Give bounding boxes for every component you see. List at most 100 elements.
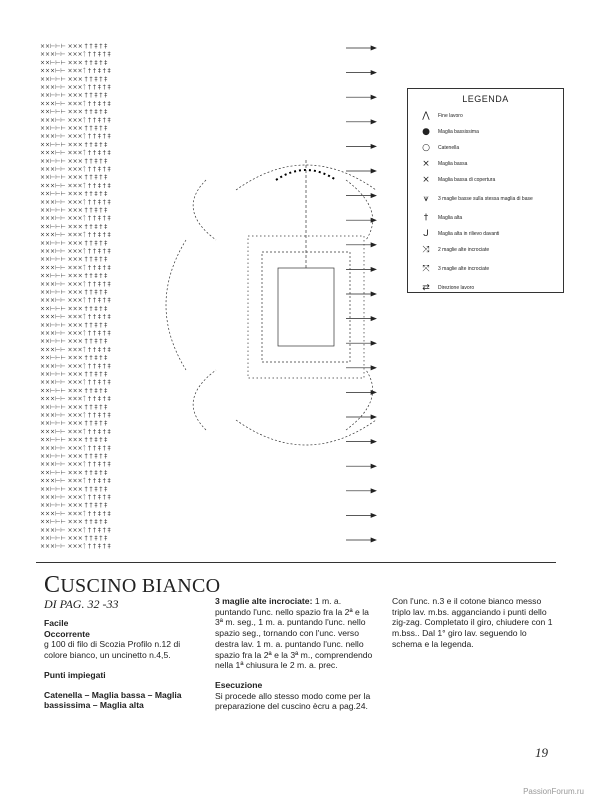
svg-text:×××⊢⊢ ×××ᛏ † † ‡ † ‡: ×××⊢⊢ ×××ᛏ † † ‡ † ‡ [40,150,111,157]
svg-text:××⊢⊢⊢ ××× † † ‡ † ‡: ××⊢⊢⊢ ××× † † ‡ † ‡ [40,109,107,116]
svg-text:××⊢⊢⊢ ××× † † ‡ † ‡: ××⊢⊢⊢ ××× † † ‡ † ‡ [40,59,107,66]
svg-text:××⊢⊢⊢ ××× † † ‡ † ‡: ××⊢⊢⊢ ××× † † ‡ † ‡ [40,43,107,50]
incrociate-text: 1 m. a. puntando l'unc. nello spazio fra… [215,596,373,671]
due-maglie-incrociate-icon: ⤨ [422,245,430,255]
svg-text:×××⊢⊢ ×××ᛏ † † ‡ † ‡: ×××⊢⊢ ×××ᛏ † † ‡ † ‡ [40,133,111,140]
legend-item-label: Maglia bassa [438,161,468,167]
legend-item-label: 3 maglie basse sulla stessa maglia di ba… [438,196,533,202]
svg-text:×××⊢⊢ ×××ᛏ † † ‡ † ‡: ×××⊢⊢ ×××ᛏ † † ‡ † ‡ [40,543,111,550]
svg-text:××⊢⊢⊢ ××× † † ‡ † ‡: ××⊢⊢⊢ ××× † † ‡ † ‡ [40,371,107,378]
svg-text:××⊢⊢⊢ ××× † † ‡ † ‡: ××⊢⊢⊢ ××× † † ‡ † ‡ [40,338,107,345]
svg-text:×××⊢⊢ ×××ᛏ † † ‡ † ‡: ×××⊢⊢ ×××ᛏ † † ‡ † ‡ [40,51,111,58]
svg-text:×××⊢⊢ ×××ᛏ † † ‡ † ‡: ×××⊢⊢ ×××ᛏ † † ‡ † ‡ [40,248,111,255]
esecuzione-text: Si procede allo stesso modo come per la … [215,690,371,712]
svg-text:××⊢⊢⊢ ××× † † ‡ † ‡: ××⊢⊢⊢ ××× † † ‡ † ‡ [40,387,107,394]
legend-box: LEGENDA ⋀Fine lavoro●Maglia bassissima○C… [407,88,564,293]
title-initial: C [44,572,61,598]
article-title: CUSCINO BIANCO [44,572,220,599]
maglia-bassa-icon: × [422,159,430,169]
legend-item: ●Maglia bassissima [418,124,563,140]
svg-text:×××⊢⊢ ×××ᛏ † † ‡ † ‡: ×××⊢⊢ ×××ᛏ † † ‡ † ‡ [40,510,111,517]
tre-maglie-basse-icon: ⩛ [423,194,429,204]
svg-text:×××⊢⊢ ×××ᛏ † † ‡ † ‡: ×××⊢⊢ ×××ᛏ † † ‡ † ‡ [40,412,111,419]
esecuzione-heading: Esecuzione [215,679,263,690]
legend-item-label: Catenella [438,145,460,151]
legend-item-label: Maglia bassa di copertura [438,177,496,183]
svg-text:×××⊢⊢ ×××ᛏ † † ‡ † ‡: ×××⊢⊢ ×××ᛏ † † ‡ † ‡ [40,199,111,206]
svg-text:×××⊢⊢ ×××ᛏ † † ‡ † ‡: ×××⊢⊢ ×××ᛏ † † ‡ † ‡ [40,330,111,337]
svg-text:×××⊢⊢ ×××ᛏ † † ‡ † ‡: ×××⊢⊢ ×××ᛏ † † ‡ † ‡ [40,297,111,304]
svg-text:×××⊢⊢ ×××ᛏ † † ‡ † ‡: ×××⊢⊢ ×××ᛏ † † ‡ † ‡ [40,527,111,534]
title-rest: USCINO BIANCO [60,575,221,597]
svg-text:××⊢⊢⊢ ××× † † ‡ † ‡: ××⊢⊢⊢ ××× † † ‡ † ‡ [40,174,107,181]
article-subtitle: DI PAG. 32 -33 [44,597,119,611]
crochet-chart: ××⊢⊢⊢ ××× † † ‡ † ‡×××⊢⊢ ×××ᛏ † † ‡ † ‡×… [40,43,377,550]
maglia-bassa-copertura-icon: ⨯ [422,175,430,185]
svg-text:×××⊢⊢ ×××ᛏ † † ‡ † ‡: ×××⊢⊢ ×××ᛏ † † ‡ † ‡ [40,232,111,239]
svg-text:×××⊢⊢ ×××ᛏ † † ‡ † ‡: ×××⊢⊢ ×××ᛏ † † ‡ † ‡ [40,117,111,124]
legend-item: ⤨ 2 maglie alte incrociate [418,242,563,258]
svg-text:×××⊢⊢ ×××ᛏ † † ‡ † ‡: ×××⊢⊢ ×××ᛏ † † ‡ † ‡ [40,166,111,173]
svg-text:××⊢⊢⊢ ××× † † ‡ † ‡: ××⊢⊢⊢ ××× † † ‡ † ‡ [40,322,107,329]
svg-text:×××⊢⊢ ×××ᛏ † † ‡ † ‡: ×××⊢⊢ ×××ᛏ † † ‡ † ‡ [40,445,111,452]
svg-text:××⊢⊢⊢ ××× † † ‡ † ‡: ××⊢⊢⊢ ××× † † ‡ † ‡ [40,519,107,526]
column-1: Facile Occorrente g 100 di filo di Scozi… [44,618,204,711]
svg-text:×××⊢⊢ ×××ᛏ † † ‡ † ‡: ×××⊢⊢ ×××ᛏ † † ‡ † ‡ [40,396,111,403]
watermark: PassionForum.ru [523,787,584,796]
svg-text:××⊢⊢⊢ ××× † † ‡ † ‡: ××⊢⊢⊢ ××× † † ‡ † ‡ [40,240,107,247]
legend-item: ⤧3 maglie alte incrociate [418,258,563,280]
svg-text:×××⊢⊢ ×××ᛏ † † ‡ † ‡: ×××⊢⊢ ×××ᛏ † † ‡ † ‡ [40,314,111,321]
svg-text:××⊢⊢⊢ ××× † † ‡ † ‡: ××⊢⊢⊢ ××× † † ‡ † ‡ [40,158,107,165]
svg-text:×××⊢⊢ ×××ᛏ † † ‡ † ‡: ×××⊢⊢ ×××ᛏ † † ‡ † ‡ [40,379,111,386]
legend-item-label: Direzione lavoro [438,285,475,291]
svg-text:××⊢⊢⊢ ××× † † ‡ † ‡: ××⊢⊢⊢ ××× † † ‡ † ‡ [40,289,107,296]
chart-central-motif [165,160,377,446]
svg-text:××⊢⊢⊢ ××× † † ‡ † ‡: ××⊢⊢⊢ ××× † † ‡ † ‡ [40,502,107,509]
svg-text:×××⊢⊢ ×××ᛏ † † ‡ † ‡: ×××⊢⊢ ×××ᛏ † † ‡ † ‡ [40,182,111,189]
svg-text:××⊢⊢⊢ ××× † † ‡ † ‡: ××⊢⊢⊢ ××× † † ‡ † ‡ [40,76,107,83]
svg-text:××⊢⊢⊢ ××× † † ‡ † ‡: ××⊢⊢⊢ ××× † † ‡ † ‡ [40,207,107,214]
occorrente-text: g 100 di filo di Scozia Profilo n.12 di … [44,639,181,661]
punti-heading: Punti impiegati [44,669,106,680]
svg-text:××⊢⊢⊢ ××× † † ‡ † ‡: ××⊢⊢⊢ ××× † † ‡ † ‡ [40,256,107,263]
legend-item-label: Maglia alta [438,215,463,221]
svg-text:××⊢⊢⊢ ××× † † ‡ † ‡: ××⊢⊢⊢ ××× † † ‡ † ‡ [40,273,107,280]
maglia-bassissima-icon: ● [422,127,430,137]
svg-text:×××⊢⊢ ×××ᛏ † † ‡ † ‡: ×××⊢⊢ ×××ᛏ † † ‡ † ‡ [40,264,111,271]
legend-item-label: 2 maglie alte incrociate [438,247,490,253]
chart-right-arrows [346,45,377,543]
column-2: 3 maglie alte incrociate: 1 m. a. puntan… [215,596,377,721]
direzione-lavoro-icon: ⇄ [422,283,430,293]
incrociate-heading: 3 maglie alte incrociate: [215,596,313,606]
chart-left-columns: ××⊢⊢⊢ ××× † † ‡ † ‡×××⊢⊢ ×××ᛏ † † ‡ † ‡×… [40,43,111,550]
svg-text:××⊢⊢⊢ ××× † † ‡ † ‡: ××⊢⊢⊢ ××× † † ‡ † ‡ [40,355,107,362]
legend-item: ⇄ Direzione lavoro [418,280,563,296]
maglia-alta-icon: † [423,213,429,223]
svg-text:××⊢⊢⊢ ××× † † ‡ † ‡: ××⊢⊢⊢ ××× † † ‡ † ‡ [40,125,107,132]
legend-item: × Maglia bassa [418,156,563,172]
finishing-text: Con l'unc. n.3 e il cotone bianco messo … [392,596,553,649]
svg-text:×××⊢⊢ ×××ᛏ † † ‡ † ‡: ×××⊢⊢ ×××ᛏ † † ‡ † ‡ [40,68,111,75]
maglia-alta-rilievo-icon: ᒍ [423,229,429,239]
svg-text:×××⊢⊢ ×××ᛏ † † ‡ † ‡: ×××⊢⊢ ×××ᛏ † † ‡ † ‡ [40,478,111,485]
punti-text: Catenella – Maglia bassa – Maglia bassis… [44,689,182,711]
occorrente-heading: Occorrente [44,628,90,639]
tre-maglie-incrociate-icon: ⤧ [422,264,430,274]
svg-text:××⊢⊢⊢ ××× † † ‡ † ‡: ××⊢⊢⊢ ××× † † ‡ † ‡ [40,486,107,493]
svg-text:×××⊢⊢ ×××ᛏ † † ‡ † ‡: ×××⊢⊢ ×××ᛏ † † ‡ † ‡ [40,428,111,435]
page-number: 19 [535,745,548,760]
svg-text:×××⊢⊢ ×××ᛏ † † ‡ † ‡: ×××⊢⊢ ×××ᛏ † † ‡ † ‡ [40,84,111,91]
svg-text:××⊢⊢⊢ ××× † † ‡ † ‡: ××⊢⊢⊢ ××× † † ‡ † ‡ [40,92,107,99]
svg-text:×××⊢⊢ ×××ᛏ † † ‡ † ‡: ×××⊢⊢ ×××ᛏ † † ‡ † ‡ [40,346,111,353]
svg-text:××⊢⊢⊢ ××× † † ‡ † ‡: ××⊢⊢⊢ ××× † † ‡ † ‡ [40,404,107,411]
svg-text:×××⊢⊢ ×××ᛏ † † ‡ † ‡: ×××⊢⊢ ×××ᛏ † † ‡ † ‡ [40,281,111,288]
legend-item: ⋀Fine lavoro [418,108,563,124]
svg-text:××⊢⊢⊢ ××× † † ‡ † ‡: ××⊢⊢⊢ ××× † † ‡ † ‡ [40,437,107,444]
svg-text:×××⊢⊢ ×××ᛏ † † ‡ † ‡: ×××⊢⊢ ×××ᛏ † † ‡ † ‡ [40,100,111,107]
svg-text:×××⊢⊢ ×××ᛏ † † ‡ † ‡: ×××⊢⊢ ×××ᛏ † † ‡ † ‡ [40,494,111,501]
section-divider [36,562,556,563]
catenella-icon: ○ [422,143,430,153]
svg-text:××⊢⊢⊢ ××× † † ‡ † ‡: ××⊢⊢⊢ ××× † † ‡ † ‡ [40,420,107,427]
legend-item-label: Fine lavoro [438,113,463,119]
